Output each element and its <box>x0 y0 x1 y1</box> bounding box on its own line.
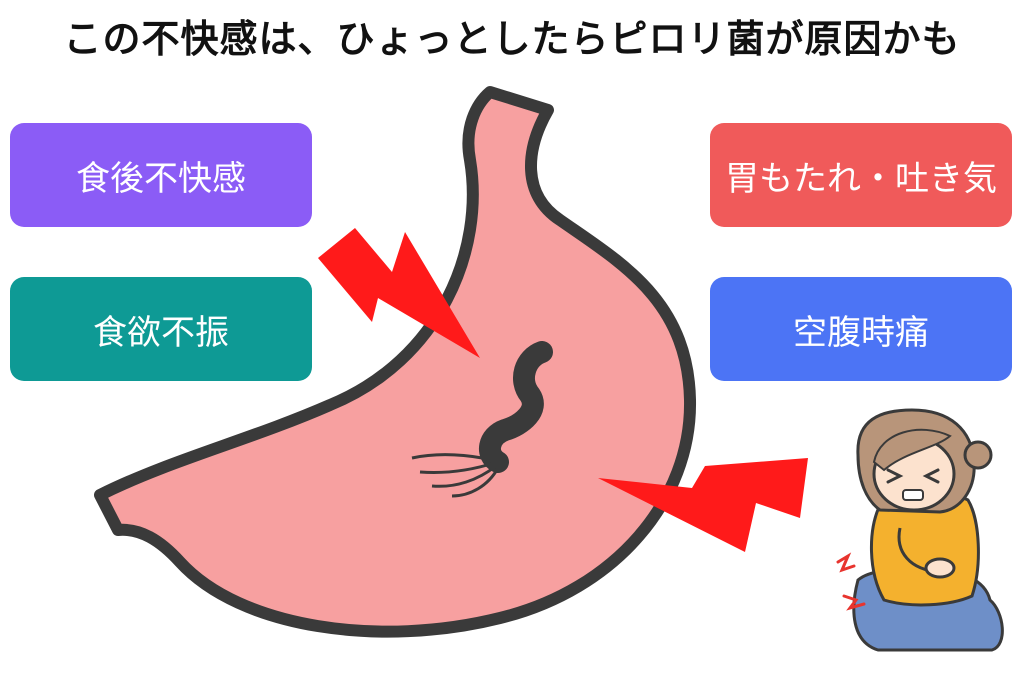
lightning-bolt-upper-icon <box>318 228 480 358</box>
lightning-bolt-lower-icon <box>598 458 808 552</box>
symptom-label-hunger-pain: 空腹時痛 <box>710 277 1012 381</box>
symptom-label-postprandial-discomfort: 食後不快感 <box>10 123 312 227</box>
symptom-label-heartburn-nausea: 胃もたれ・吐き気 <box>710 123 1012 227</box>
symptom-label-appetite-loss: 食欲不振 <box>10 277 312 381</box>
bacteria-icon <box>411 341 553 498</box>
stomach-icon <box>94 86 697 638</box>
page-title: この不快感は、ひょっとしたらピロリ菌が原因かも <box>63 17 961 61</box>
person-stomachache-icon <box>836 408 1004 652</box>
